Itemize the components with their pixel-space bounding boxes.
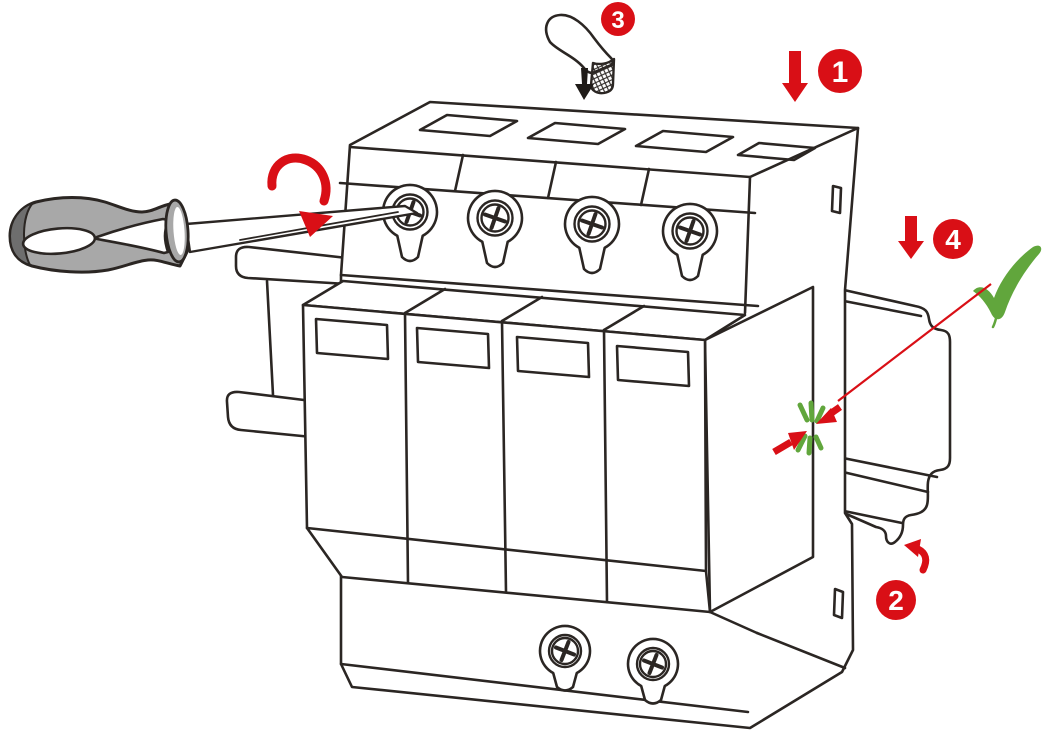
rail-bottom-flange-edge: [842, 509, 904, 525]
step1-down-arrow-icon: [782, 51, 808, 102]
step2-badge: [876, 580, 916, 620]
top-vent-slot-1: [418, 113, 519, 138]
step4-badge-label: 4: [945, 224, 961, 255]
wire-bare-conductor: [589, 57, 616, 95]
rail-web-edge: [265, 279, 275, 397]
bottom-right-edge: [708, 610, 759, 635]
bottom-terminal-1: [538, 624, 592, 692]
device-bottom-section: [339, 587, 847, 714]
module-4-window: [615, 344, 691, 388]
module-right-face: [703, 285, 815, 614]
top-face-right-edge: [748, 126, 860, 179]
wire-insert-arrow-icon: [575, 68, 594, 100]
handle-highlight-ellipse: [21, 226, 97, 256]
step2-rotate-arrow-arc: [914, 545, 930, 574]
screwdriver-butt-cap: [8, 200, 37, 267]
cover-front-right-edge: [743, 175, 752, 315]
step4-down-arrow-icon: [898, 216, 924, 259]
module-bottom-bevel: [305, 526, 708, 573]
snap-arrow-right-head: [816, 408, 837, 424]
rail-crown-bottom-edge: [841, 456, 939, 479]
terminal-screw-4: [661, 202, 719, 282]
wire-step3: [544, 13, 616, 100]
check-icon: [973, 245, 1042, 320]
module-separator-2: [500, 319, 508, 594]
module-top-separator-3: [602, 304, 646, 332]
step3-annotation: 3: [601, 2, 635, 36]
module-top-separator-2: [500, 295, 544, 323]
pole-separator-2: [546, 160, 558, 200]
bottom-terminal-2: [626, 637, 680, 705]
rail-profile: [842, 288, 952, 545]
step2-annotation: 2: [876, 539, 930, 620]
step3-badge: [601, 2, 635, 36]
step1-badge-label: 1: [832, 56, 849, 89]
step2-badge-label: 2: [888, 585, 904, 616]
module-3-window: [515, 335, 591, 379]
rail-bend-edge: [841, 470, 930, 494]
screwdriver: [8, 196, 419, 274]
terminal-screw-2: [466, 189, 524, 269]
collar-highlight: [173, 207, 185, 255]
rotation-arrow-arc: [267, 153, 331, 206]
module-2-window: [415, 326, 491, 370]
check-icon-tail: [991, 312, 999, 329]
din-rail-left: [225, 245, 349, 439]
step4-badge: [933, 219, 973, 259]
red-annotations: 1 4 3 2: [267, 2, 992, 620]
rail-flange-bottom-left: [225, 390, 314, 439]
top-vent-slot-2: [526, 121, 627, 146]
snap-arrows: [772, 404, 843, 456]
step2-rotate-arrow-head: [904, 539, 921, 557]
step3-badge-label: 3: [611, 7, 624, 34]
top-vent-slot-3: [634, 129, 735, 154]
module-block: [301, 279, 815, 614]
step4-annotation: 4: [898, 216, 973, 259]
side-slot-bottom: [832, 587, 845, 620]
side-slot-top: [830, 184, 843, 215]
bottom-bevel-edge: [339, 662, 750, 714]
pointer-line: [837, 283, 992, 402]
top-vent-slot-4: [736, 141, 817, 162]
handle-highlight-horn: [95, 217, 170, 255]
step1-annotation: 1: [782, 49, 862, 102]
bottom-right-corner-edge: [755, 631, 847, 670]
green-annotations: [795, 245, 1042, 456]
snap-arrow-left-head: [788, 431, 807, 450]
snap-arrow-left-shaft: [772, 438, 793, 456]
cover-bottom-edge: [339, 273, 760, 308]
module-separator-3: [602, 328, 609, 604]
click-starburst-icon: [795, 400, 826, 456]
pole-separator-1: [453, 153, 465, 193]
step1-badge: [818, 49, 862, 93]
rail-flange-top-left: [234, 245, 349, 286]
module-1-window: [314, 317, 390, 361]
rotation-arrow-head: [299, 211, 333, 237]
module-top-separator-1: [403, 287, 447, 315]
top-face-front-edge: [348, 145, 752, 179]
din-rail-right: [841, 288, 952, 545]
rail-top-inner-edge: [842, 299, 923, 318]
terminal-screw-3: [563, 195, 621, 275]
pole-separator-3: [639, 167, 651, 207]
